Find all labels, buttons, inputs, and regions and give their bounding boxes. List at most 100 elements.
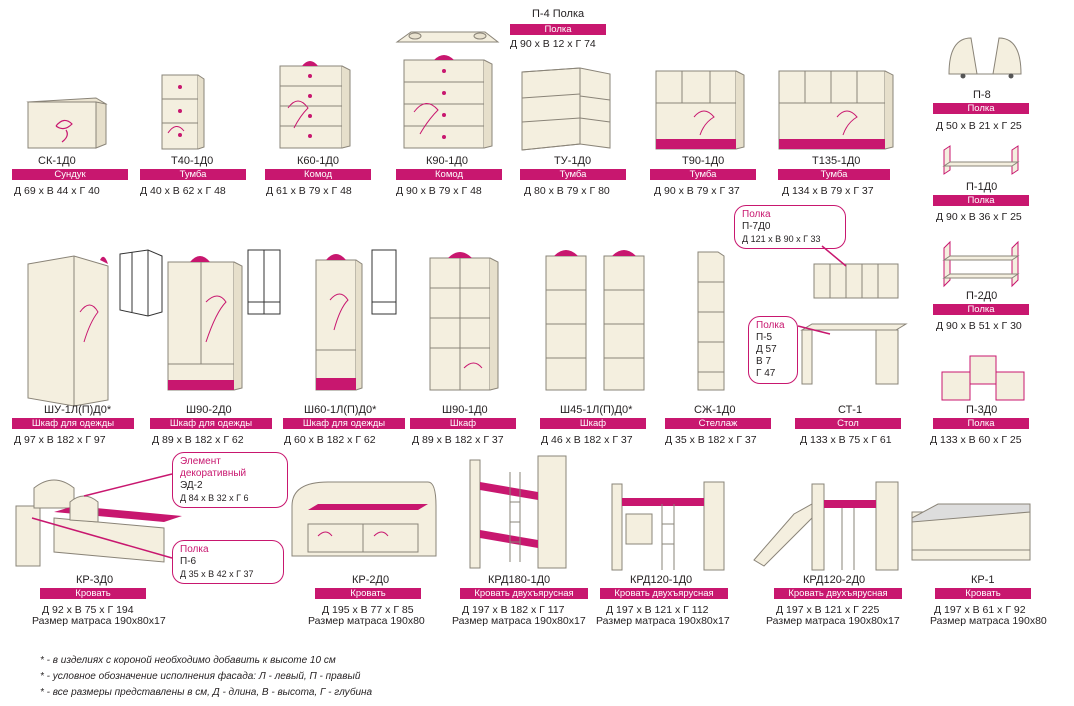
callout-dimensions: Д 121 х В 90 х Г 33: [742, 234, 821, 244]
item-category-tag: Полка: [933, 418, 1029, 429]
dresser-wide-icon: [403, 55, 493, 149]
item-dimensions: Д 89 х В 182 х Г 62: [152, 434, 244, 446]
item-code: П-3Д0: [966, 404, 998, 416]
item-dimensions: Д 134 х В 79 х Г 37: [782, 185, 874, 197]
mattress-size: Размер матраса 190х80: [930, 615, 1047, 627]
item-category-tag: Кровать двухъярусная: [600, 588, 728, 599]
item-code: К60-1Д0: [297, 155, 339, 167]
item-dimensions: Д 50 х В 21 х Г 25: [936, 120, 1022, 132]
callout-length: Д 57: [756, 344, 777, 355]
corner-wardrobe-icon: [27, 255, 109, 407]
item-category-tag: Шкаф для одежды: [283, 418, 405, 429]
item-dimensions: Д 35 х В 182 х Г 37: [665, 434, 757, 446]
callout-pointer: [31, 517, 173, 559]
callout-shelf-p5: Полка П-5 Д 57 В 7 Г 47: [748, 316, 798, 384]
item-code: П-4 Полка: [532, 8, 585, 20]
item-dimensions: Д 197 х В 61 х Г 92: [934, 604, 1026, 616]
callout-title: Элемент декоративный: [180, 456, 247, 479]
callout-code: П-6: [180, 556, 197, 567]
item-category-tag: Полка: [933, 195, 1029, 206]
item-dimensions: Д 80 х В 79 х Г 80: [524, 185, 610, 197]
item-dimensions: Д 97 х В 182 х Г 97: [14, 434, 106, 446]
item-code: Ш90-1Д0: [442, 404, 488, 416]
mattress-size: Размер матраса 190х80х17: [596, 615, 730, 627]
callout-pointer: [83, 473, 173, 497]
item-dimensions: Д 69 х В 44 х Г 40: [14, 185, 100, 197]
item-category-tag: Полка: [510, 24, 606, 35]
callout-code: П-7Д0: [742, 221, 771, 232]
item-dimensions: Д 195 х В 77 х Г 85: [322, 604, 414, 616]
item-dimensions: Д 90 х В 79 х Г 37: [654, 185, 740, 197]
callout-pointer: [797, 325, 831, 335]
item-code: КРД120-2Д0: [803, 574, 866, 586]
footnote: * - условное обозначение исполнения фаса…: [40, 671, 361, 682]
item-code: Ш90-2Д0: [186, 404, 232, 416]
item-code: Т135-1Д0: [812, 155, 861, 167]
item-code: СТ-1: [838, 404, 863, 416]
item-code: К90-1Д0: [426, 155, 468, 167]
item-dimensions: Д 90 х В 51 х Г 30: [936, 320, 1022, 332]
callout-code: П-5: [756, 332, 773, 343]
item-dimensions: Д 89 х В 182 х Г 37: [412, 434, 504, 446]
item-category-tag: Кровать двухъярусная: [774, 588, 902, 599]
item-code: Ш45-1Л(П)Д0*: [560, 404, 633, 416]
item-dimensions: Д 90 х В 36 х Г 25: [936, 211, 1022, 223]
wardrobe-narrow-icon: [315, 254, 363, 391]
callout-title: Полка: [180, 544, 209, 555]
item-dimensions: Д 197 х В 182 х Г 117: [462, 604, 565, 616]
callout-pointer: [821, 245, 847, 267]
callout-title: Полка: [742, 209, 771, 220]
wall-shelf-icon: [395, 31, 500, 43]
callout-title: Полка: [756, 320, 785, 331]
item-dimensions: Д 90 х В 12 х Г 74: [510, 38, 596, 50]
desk-icon: [800, 263, 908, 385]
dresser-icon: [279, 61, 351, 149]
footnote: * - все размеры представлены в см, Д - д…: [40, 687, 373, 698]
item-code: П-8: [973, 89, 991, 101]
bunk-bed-icon: [469, 455, 567, 569]
mattress-size: Размер матраса 190х80: [308, 615, 425, 627]
item-code: КРД180-1Д0: [488, 574, 551, 586]
mattress-size: Размер матраса 190х80х17: [766, 615, 900, 627]
item-category-tag: Шкаф: [540, 418, 646, 429]
item-category-tag: Тумба: [140, 169, 246, 180]
item-code: КР-3Д0: [76, 574, 114, 586]
item-dimensions: Д 61 х В 79 х Г 48: [266, 185, 352, 197]
item-category-tag: Шкаф для одежды: [150, 418, 272, 429]
wardrobe-icon: [167, 256, 243, 391]
wardrobe-outline-icon: [371, 249, 397, 315]
item-category-tag: Тумба: [520, 169, 626, 180]
item-code: СК-1Д0: [38, 155, 76, 167]
item-category-tag: Кровать: [935, 588, 1031, 599]
item-category-tag: Тумба: [778, 169, 890, 180]
corner-cabinet-icon: [521, 67, 611, 151]
item-dimensions: Д 40 х В 62 х Г 48: [140, 185, 226, 197]
bookcase-narrow-icon: [545, 250, 645, 391]
item-code: КРД120-1Д0: [630, 574, 693, 586]
callout-dimensions: Д 35 х В 42 х Г 37: [180, 569, 254, 579]
item-category-tag: Кровать: [315, 588, 421, 599]
nightstand-icon: [161, 74, 205, 150]
wardrobe-outline-icon: [119, 249, 163, 317]
item-category-tag: Комод: [265, 169, 371, 180]
item-dimensions: Д 60 х В 182 х Г 62: [284, 434, 376, 446]
item-category-tag: Кровать двухъярусная: [460, 588, 588, 599]
bed-simple-icon: [911, 503, 1031, 561]
item-dimensions: Д 197 х В 121 х Г 225: [776, 604, 880, 616]
item-category-tag: Комод: [396, 169, 502, 180]
footnote: * - в изделиях с короной необходимо доба…: [40, 655, 336, 666]
item-code: Т90-1Д0: [682, 155, 725, 167]
item-code: ТУ-1Д0: [554, 155, 592, 167]
book-holder-icon: [948, 37, 1022, 79]
item-code: КР-1: [971, 574, 995, 586]
item-dimensions: Д 133 х В 75 х Г 61: [800, 434, 892, 446]
item-code: П-2Д0: [966, 290, 998, 302]
callout-shelf-p6: Полка П-6 Д 35 х В 42 х Г 37: [172, 540, 284, 584]
item-category-tag: Стеллаж: [665, 418, 771, 429]
item-dimensions: Д 133 х В 60 х Г 25: [930, 434, 1022, 446]
item-category-tag: Полка: [933, 103, 1029, 114]
callout-shelf-p7: Полка П-7Д0 Д 121 х В 90 х Г 33: [734, 205, 846, 249]
callout-decor-ed2: Элемент декоративный ЭД-2 Д 84 х В 32 х …: [172, 452, 288, 508]
shelf-icon: [942, 240, 1020, 288]
item-category-tag: Тумба: [650, 169, 756, 180]
